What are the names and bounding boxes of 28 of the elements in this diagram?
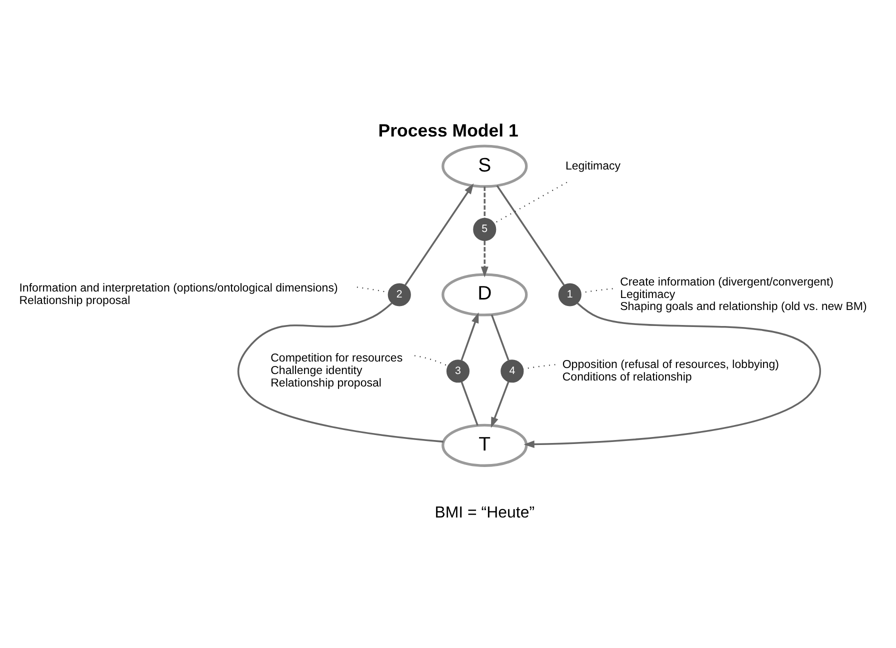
- connector: [414, 354, 448, 366]
- arrow: [490, 380, 510, 428]
- node-ellipse: S: [442, 144, 528, 188]
- node-text: Create information (divergent/convergent) Legitimacy Shaping goals and relationship (old vs. new BM): [620, 276, 867, 313]
- arrow: [480, 240, 488, 277]
- node-circle: 1: [558, 282, 582, 306]
- node-text: Competition for resources Challenge identity Relationship proposal: [270, 352, 403, 390]
- node-text: Opposition (refusal of resources, lobbying) Conditions of relationship: [562, 358, 779, 383]
- connector: [237, 302, 444, 442]
- node-text: Legitimacy: [565, 160, 621, 172]
- diagram-title: Process Model 1: [378, 120, 518, 140]
- arrow: [460, 312, 479, 360]
- connector: [494, 181, 568, 224]
- connector: [496, 184, 565, 286]
- node-text: Information and interpretation (options/ontological dimensions) Relationship proposal: [19, 282, 338, 306]
- node-ellipse: D: [442, 272, 528, 316]
- connector: [460, 380, 478, 426]
- node-circle: 3: [446, 359, 470, 382]
- connector: [484, 186, 486, 218]
- node-circle: 4: [500, 359, 524, 382]
- node-circle: 2: [388, 282, 411, 306]
- connector: [490, 314, 510, 360]
- connector: [523, 364, 556, 370]
- node-circle: 5: [473, 217, 496, 241]
- caption: BMI = “Heute”: [434, 504, 535, 521]
- node-ellipse: T: [442, 423, 528, 466]
- arrow: [524, 302, 822, 448]
- arrow: [404, 182, 474, 286]
